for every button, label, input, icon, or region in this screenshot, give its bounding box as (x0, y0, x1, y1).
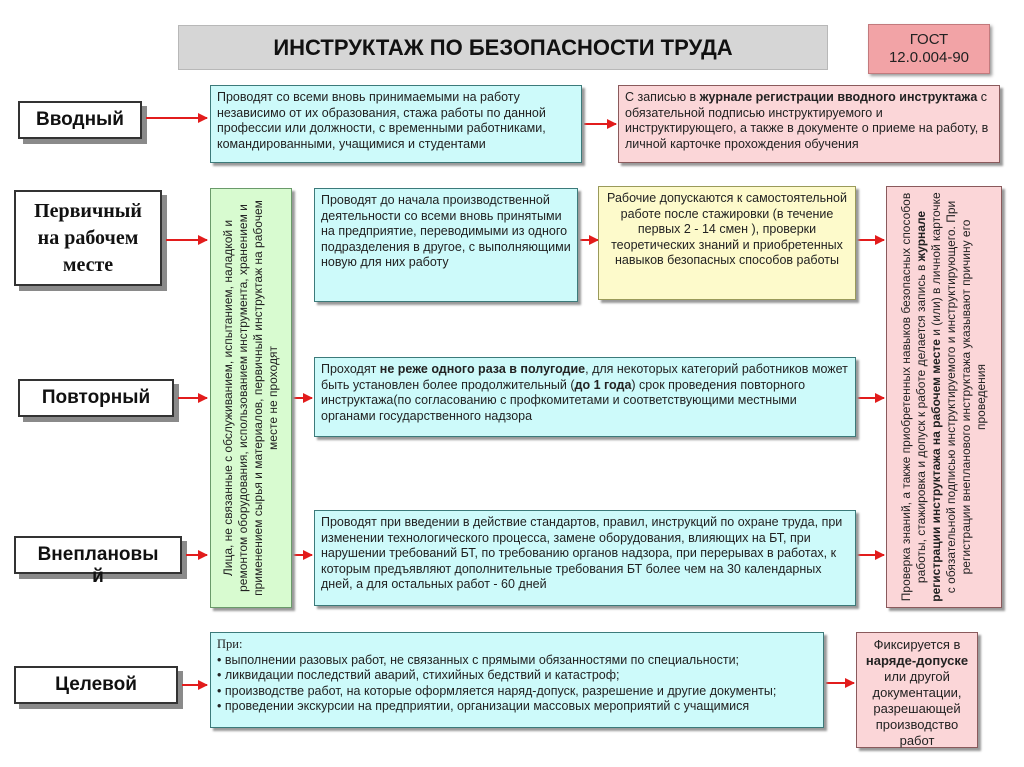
povtorny-text-1: Проходят (321, 362, 380, 376)
label-tselevoy-text: Целевой (55, 674, 137, 695)
registration-text-2: с обязательной подписью инструктируемого… (625, 90, 989, 151)
knowledge-check-box: Проверка знаний, а также приобретенных н… (886, 186, 1002, 608)
exempt-persons-text: Лица, не связанные с обслуживанием, испы… (221, 200, 280, 596)
naryad-text-2: или другой документации, разрешающей про… (872, 669, 962, 748)
tselevoy-description: При: • выполнении разовых работ, не связ… (210, 632, 824, 728)
vvodny-registration: С записью в журнале регистрации вводного… (618, 85, 1000, 163)
pervichny-description-text: Проводят до начала производственной деят… (321, 193, 571, 269)
naryad-text-1: Фиксируется в (873, 637, 961, 652)
page-title: ИНСТРУКТАЖ ПО БЕЗОПАСНОСТИ ТРУДА (178, 25, 828, 70)
gost-label: ГОСТ (909, 31, 949, 48)
vneplanovy-description: Проводят при введении в действие стандар… (314, 510, 856, 606)
gost-badge: ГОСТ 12.0.004-90 (868, 24, 990, 74)
label-povtorny: Повторный (18, 379, 174, 417)
vvodny-description: Проводят со всеми вновь принимаемыми на … (210, 85, 582, 163)
registration-journal: журнале регистрации вводного инструктажа (699, 90, 978, 104)
vvodny-description-text: Проводят со всеми вновь принимаемыми на … (217, 90, 546, 151)
povtorny-text-3: ) срок проведения повторного инструктажа… (321, 377, 806, 423)
povtorny-text-2: , для некоторых категорий работников мож… (321, 362, 848, 392)
label-vvodny-text: Вводный (36, 109, 124, 130)
label-tselevoy: Целевой (14, 666, 178, 704)
registration-text-1: С записью в (625, 90, 700, 104)
pervichny-description: Проводят до начала производственной деят… (314, 188, 578, 302)
page-title-text: ИНСТРУКТАЖ ПО БЕЗОПАСНОСТИ ТРУДА (273, 34, 733, 60)
tselevoy-item: • производстве работ, на которые оформля… (217, 683, 777, 698)
tselevoy-item: • проведении экскурсии на предприятии, о… (217, 699, 750, 713)
label-vvodny: Вводный (18, 101, 142, 139)
exempt-persons-box: Лица, не связанные с обслуживанием, испы… (210, 188, 292, 608)
povtorny-max-period: до 1 года (574, 377, 632, 392)
tselevoy-item: • выполнении разовых работ, не связанных… (217, 652, 740, 667)
label-pervichny: Первичный на рабочем месте (14, 190, 162, 286)
vneplanovy-description-text: Проводят при введении в действие стандар… (321, 515, 843, 591)
povtorny-frequency: не реже одного раза в полугодие (379, 362, 586, 376)
povtorny-description: Проходят не реже одного раза в полугодие… (314, 357, 856, 437)
gost-number: 12.0.004-90 (888, 49, 970, 66)
tselevoy-intro: При: (217, 637, 243, 651)
naryad-box: Фиксируется в наряде-допуске или другой … (856, 632, 978, 748)
tselevoy-item: • ликвидации последствий аварий, стихийн… (217, 668, 620, 682)
stazhirovka-box: Рабочие допускаются к самостоятельной ра… (598, 186, 856, 300)
stazhirovka-text: Рабочие допускаются к самостоятельной ра… (607, 191, 847, 267)
naryad-permit: наряде-допуске (865, 653, 969, 668)
label-vneplanovy: Внеплановый (14, 536, 182, 587)
label-povtorny-text: Повторный (41, 387, 151, 408)
label-vneplanovy-text: Внеплановый (37, 544, 159, 587)
label-pervichny-text: Первичный на рабочем месте (34, 199, 142, 276)
